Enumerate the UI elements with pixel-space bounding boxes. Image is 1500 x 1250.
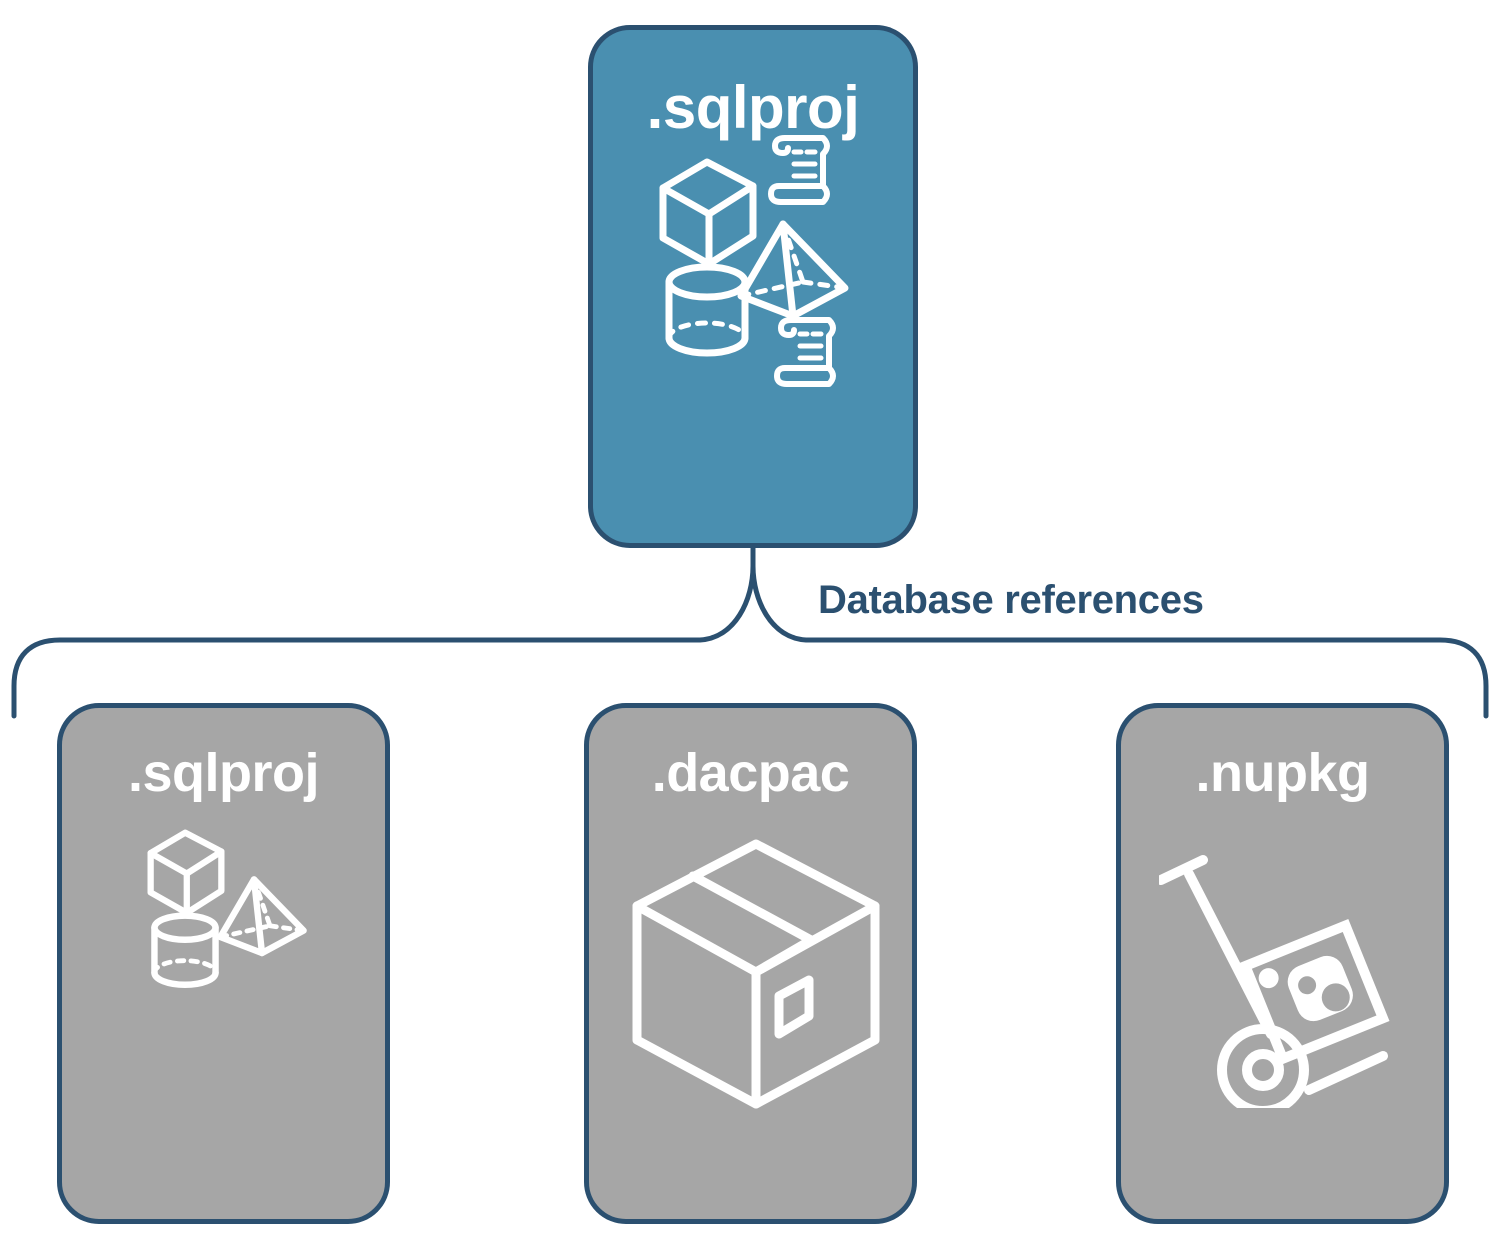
cylinder-icon bbox=[665, 263, 749, 357]
nuget-package-icon bbox=[1238, 919, 1390, 1066]
reference-card-dacpac[interactable]: .dacpac bbox=[584, 703, 917, 1224]
root-card-sqlproj[interactable]: .sqlproj bbox=[588, 25, 918, 548]
reference-card-title: .sqlproj bbox=[127, 743, 320, 803]
brace-label: Database references bbox=[818, 578, 1204, 622]
scroll-icon bbox=[774, 317, 836, 387]
pyramid-icon bbox=[737, 220, 849, 320]
pyramid-icon bbox=[217, 876, 307, 957]
reference-card-title: .dacpac bbox=[651, 743, 850, 803]
scroll-icon bbox=[768, 135, 830, 205]
root-card-icon-area bbox=[593, 135, 913, 543]
package-box-icon bbox=[632, 839, 880, 1109]
reference-card-sqlproj[interactable]: .sqlproj bbox=[57, 703, 390, 1224]
reference-card-nupkg[interactable]: .nupkg bbox=[1116, 703, 1449, 1224]
cylinder-icon bbox=[151, 912, 219, 988]
reference-card-icon-area bbox=[589, 800, 912, 1219]
reference-card-icon-area bbox=[62, 800, 385, 1219]
hand-truck-icon bbox=[1159, 855, 1390, 1108]
cube-icon bbox=[659, 158, 757, 268]
cube-icon bbox=[147, 829, 225, 916]
reference-card-icon-area bbox=[1121, 800, 1444, 1219]
root-card-title: .sqlproj bbox=[646, 74, 860, 141]
reference-card-title: .nupkg bbox=[1195, 743, 1370, 803]
